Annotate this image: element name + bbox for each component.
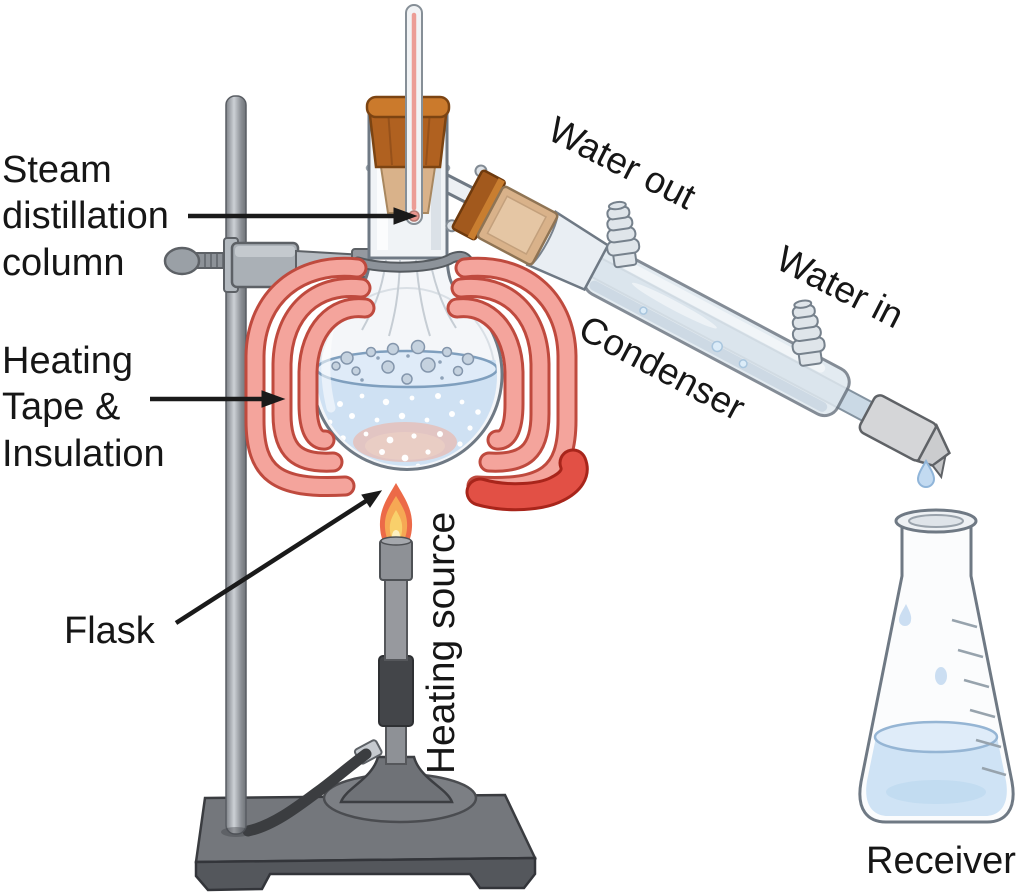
receiver-highlight xyxy=(881,559,898,641)
heating-tape-left xyxy=(244,256,376,498)
surface-bubbles xyxy=(331,339,475,385)
burner-base-cone xyxy=(339,755,454,804)
condenser-cork xyxy=(451,169,559,266)
clamp-jaw-ring xyxy=(352,250,476,274)
stand-rod xyxy=(225,95,247,835)
steam-column-arrow xyxy=(188,207,418,225)
column-tube-highlight xyxy=(377,118,388,250)
receiver-liquid-surface xyxy=(873,720,999,754)
receiver-graduations xyxy=(951,618,1007,777)
receiver-label: Receiver xyxy=(866,840,1016,882)
bunsen-burner xyxy=(322,483,478,824)
tape-left-fill xyxy=(247,259,373,495)
stand-base-front xyxy=(194,856,537,892)
flask-liquid xyxy=(317,339,497,466)
burner-top-collar xyxy=(379,539,413,581)
burner-top-rim xyxy=(380,536,412,546)
column-tube-shade xyxy=(431,118,441,250)
heat-blob xyxy=(465,448,589,512)
heating-source-label: Heating source xyxy=(420,511,464,775)
burner-air-collar xyxy=(378,655,414,727)
heating-tape-arrow xyxy=(150,390,286,408)
receiver-wall-droplet-2 xyxy=(935,667,947,685)
water-out-barb xyxy=(606,200,641,269)
jacket-droplets xyxy=(639,306,748,369)
liquid-white-dots xyxy=(327,393,481,466)
clamp xyxy=(163,237,373,293)
jacket-bottom-shade xyxy=(589,280,828,412)
receiver-wall-droplet xyxy=(899,604,912,626)
gas-hose xyxy=(242,748,372,837)
flask-arrow xyxy=(174,490,383,625)
surface-specks xyxy=(360,354,444,382)
receiver-liquid-shade xyxy=(886,780,986,804)
burner-lower-tube xyxy=(385,721,407,765)
condenser-cork-band-edge xyxy=(467,178,505,240)
distillation-column xyxy=(365,4,451,260)
adapter-spout xyxy=(931,454,947,480)
burner-barrel xyxy=(384,575,408,661)
rod-base-shadow xyxy=(221,827,251,837)
condensate-drop xyxy=(916,458,936,488)
receiver-flask xyxy=(858,508,1015,824)
water-in-barb xyxy=(791,299,826,367)
drip-adapter xyxy=(858,394,951,480)
jacket-top-highlight xyxy=(614,256,826,373)
thermometer xyxy=(405,4,423,225)
condenser-cork-face xyxy=(486,195,548,256)
steam-column-label: Steam distillation column xyxy=(2,149,169,284)
burner-flame xyxy=(379,483,413,551)
heating-tape-label: Heating Tape & Insulation xyxy=(2,340,165,475)
liquid-surface xyxy=(317,349,497,389)
condenser xyxy=(445,164,951,480)
jacket-water-streak xyxy=(631,282,717,329)
flask-label: Flask xyxy=(64,610,155,652)
clamp-knob xyxy=(163,246,201,276)
sediment-inner xyxy=(365,432,445,460)
clamp-body-highlight xyxy=(235,246,295,257)
annotation-arrows xyxy=(150,207,418,625)
receiver-rim-inner xyxy=(908,514,964,528)
